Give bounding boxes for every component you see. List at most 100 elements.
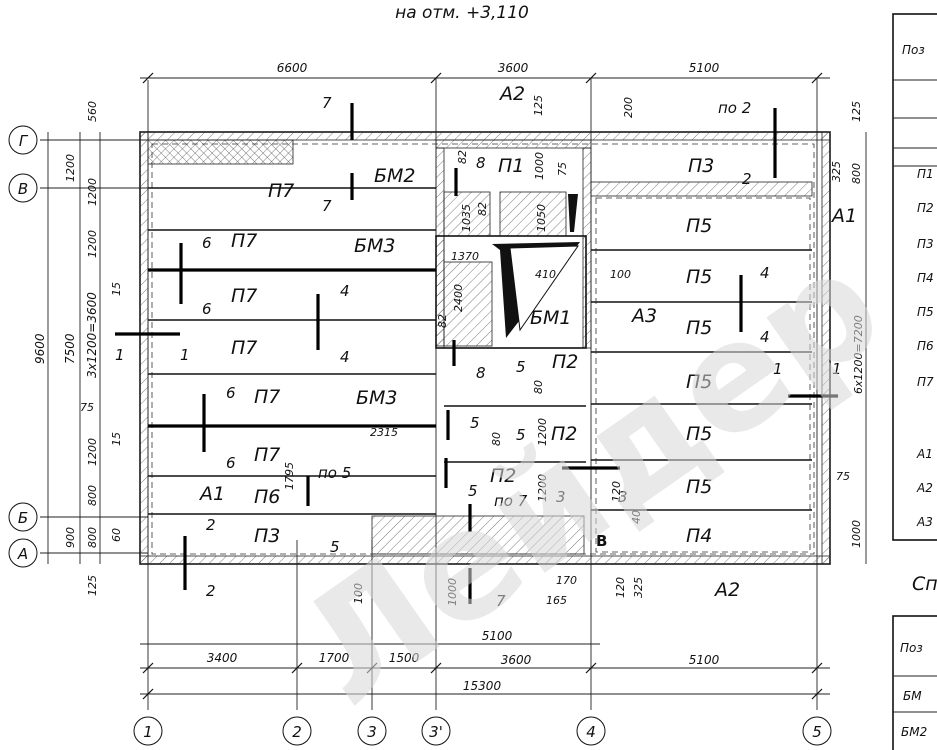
axis-G: Г — [19, 132, 29, 150]
legend-row-a2: А2 — [916, 481, 933, 495]
dim-1000-a: 1000 — [533, 152, 546, 180]
dim-top-6600: 6600 — [277, 61, 308, 75]
dim-325-a: 325 — [632, 577, 645, 598]
dim-800-l1: 800 — [86, 485, 99, 506]
dim-1200-l3: 1200 — [86, 230, 99, 258]
sec-4-d: 4 — [760, 328, 770, 346]
dim-1200-c: 1200 — [536, 474, 549, 502]
dim-82-b: 82 — [476, 202, 489, 216]
dim-1370: 1370 — [451, 250, 479, 263]
slab-p2-3: П2 — [490, 465, 516, 487]
axis-bubbles-y: Г В Б А — [8, 125, 38, 568]
slab-p5-1: П5 — [686, 215, 712, 237]
dim-7500: 7500 — [63, 333, 77, 364]
legend-bottom-title: Сп — [912, 573, 937, 595]
slab-p7-6: П7 — [254, 444, 280, 466]
dim-75-r: 75 — [836, 470, 850, 483]
sec-1-right-b: 1 — [832, 360, 842, 378]
dim-1700: 1700 — [319, 651, 350, 665]
slab-lines-right — [591, 197, 812, 553]
legend-row-bm: БМ — [903, 689, 922, 703]
inner-dimensions: 82 1000 75 82 1035 1050 1370 2400 82 410… — [283, 95, 645, 607]
slab-p3-right: П3 — [688, 155, 714, 177]
dim-800-l2: 800 — [86, 527, 99, 548]
legend-row-p7: П7 — [917, 375, 934, 389]
dim-1200-b: 1200 — [536, 418, 549, 446]
ref-po5: по 5 — [318, 464, 351, 482]
sec-8-a: 8 — [476, 154, 486, 172]
dim-1200-l4: 1200 — [86, 438, 99, 466]
sec-6-c: 6 — [226, 384, 236, 402]
slab-p3-left: П3 — [254, 525, 280, 547]
sec-5-c: 5 — [470, 414, 480, 432]
sec-5-d: 5 — [516, 426, 526, 444]
dim-1200-l1: 1200 — [64, 154, 77, 182]
sec-3-b: 3 — [618, 488, 628, 506]
sec-1-right-a: 1 — [773, 360, 783, 378]
dim-82-a: 82 — [456, 150, 469, 164]
slab-p5-2: П5 — [686, 266, 712, 288]
dim-120-b: 120 — [610, 481, 623, 502]
sec-7-top: 7 — [322, 94, 332, 112]
dim-170: 170 — [556, 574, 577, 587]
dim-9600: 9600 — [33, 333, 47, 364]
legend-row-p2: П2 — [917, 201, 934, 215]
drawing-title: на отм. +3,110 — [395, 3, 529, 23]
beam-bm3-1: БМ3 — [354, 235, 396, 257]
legend-row-a3: А3 — [916, 515, 933, 529]
dim-75-l: 75 — [80, 401, 94, 414]
dim-1200-l2: 1200 — [86, 178, 99, 206]
dim-1795: 1795 — [283, 462, 296, 490]
dim-100-a: 100 — [610, 268, 631, 281]
dim-410: 410 — [535, 268, 556, 281]
dim-125-top: 125 — [532, 95, 545, 116]
slab-p5-3: П5 — [686, 317, 712, 339]
legend-table-bottom: Сп Поз БМ БМ2 — [892, 573, 937, 750]
dim-200: 200 — [622, 97, 635, 118]
axis-1: 1 — [143, 723, 153, 741]
slab-lines-left — [148, 187, 586, 515]
slab-p2-1: П2 — [552, 351, 578, 373]
slab-p7-1: П7 — [268, 180, 294, 202]
axis-4: 4 — [586, 723, 596, 741]
sec-3-a: 3 — [556, 488, 566, 506]
dim-1035: 1035 — [460, 204, 473, 232]
dim-80-a: 80 — [532, 380, 545, 394]
axis-B: Б — [18, 509, 28, 527]
dim-100-b: 100 — [352, 583, 365, 604]
anchor-a1-left: А1 — [198, 483, 225, 505]
right-dimensions: 125 325 800 6x1200=7200 75 1000 — [830, 101, 867, 564]
sec-4-a: 4 — [340, 282, 350, 300]
dim-325-r: 325 — [830, 161, 843, 182]
left-dimensions: 9600 7500 3x1200=3600 560 1200 1200 1200… — [33, 101, 123, 596]
dim-5100-mid: 5100 — [482, 629, 513, 643]
dim-6x1200: 6x1200=7200 — [852, 315, 865, 394]
dim-3600-b: 3600 — [501, 653, 532, 667]
legend-table-top: Поз П1 П2 П3 П4 П5 П6 П7 А1 А2 А3 — [892, 13, 937, 541]
legend-row-bm2: БМ2 — [901, 725, 927, 739]
dim-75-a: 75 — [556, 162, 569, 176]
dim-3x1200: 3x1200=3600 — [85, 292, 99, 378]
dim-2315: 2315 — [370, 426, 398, 439]
dim-5100-b: 5100 — [689, 653, 720, 667]
axis-V: В — [18, 180, 28, 198]
sec-5-a: 5 — [330, 538, 340, 556]
sec-8-b: 8 — [476, 364, 486, 382]
sec-1-left-b: 1 — [180, 346, 190, 364]
slab-p5-4: П5 — [686, 371, 712, 393]
letter-b-marker: В — [596, 532, 607, 550]
legend-top-header: Поз — [902, 43, 925, 57]
dim-120-a: 120 — [614, 577, 627, 598]
slab-p7-4: П7 — [231, 337, 257, 359]
section-markers — [115, 103, 838, 604]
top-dimensions: 6600 3600 5100 — [140, 61, 830, 84]
dim-15300: 15300 — [463, 679, 502, 693]
dim-800-r: 800 — [850, 163, 863, 184]
ref-po7: по 7 — [494, 492, 528, 510]
legend-row-a1: А1 — [916, 447, 933, 461]
anchor-a3: А3 — [630, 305, 657, 327]
slab-p2-2: П2 — [551, 423, 577, 445]
sec-1-left: 1 — [115, 346, 125, 364]
ref-po2: по 2 — [718, 99, 751, 117]
slab-p7-3: П7 — [231, 285, 257, 307]
